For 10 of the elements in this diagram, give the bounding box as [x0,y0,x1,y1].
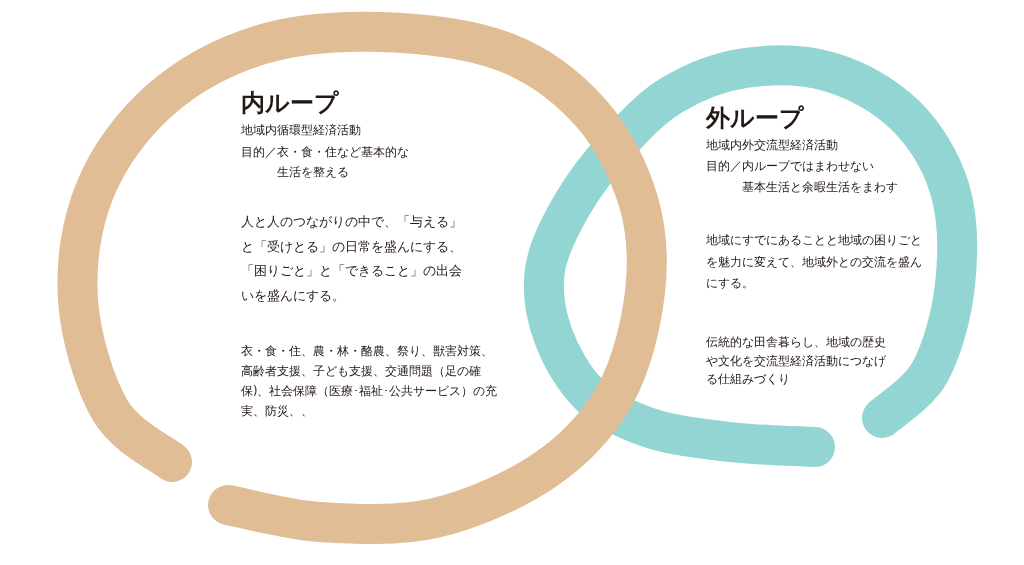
note-paragraph: 伝統的な田舎暮らし、地域の歴史や文化を交流型経済活動につなげる仕組みづくり [706,334,887,388]
body-paragraph: 地域にすでにあることと地域の困りごとを魅力に変えて、地域外との交流を盛んにする。 [706,232,923,292]
subheading: 地域内循環型経済活動 [241,122,361,139]
subheading: 地域内外交流型経済活動 [706,136,838,154]
purpose-text: 目的／衣・食・住など基本的な生活を整える [241,144,410,181]
body-paragraph: 人と人のつながりの中で、「与える」と「受けとる」の日常を盛んにする、「困りごと」と「できること」の出会いを盛んにする。 [241,213,463,305]
note-paragraph: 衣・食・住、農・林・酪農、祭り、獣害対策、高齢者支援、子ども支援、交通問題（足の確保)、社会保障（医療･福祉･公共サービス）の充実、防災、、 [241,343,499,420]
heading: 内ループ [241,88,339,118]
heading: 外ループ [706,103,804,133]
purpose-text: 目的／内ループではまわせない基本生活と余暇生活をまわす [706,157,899,196]
